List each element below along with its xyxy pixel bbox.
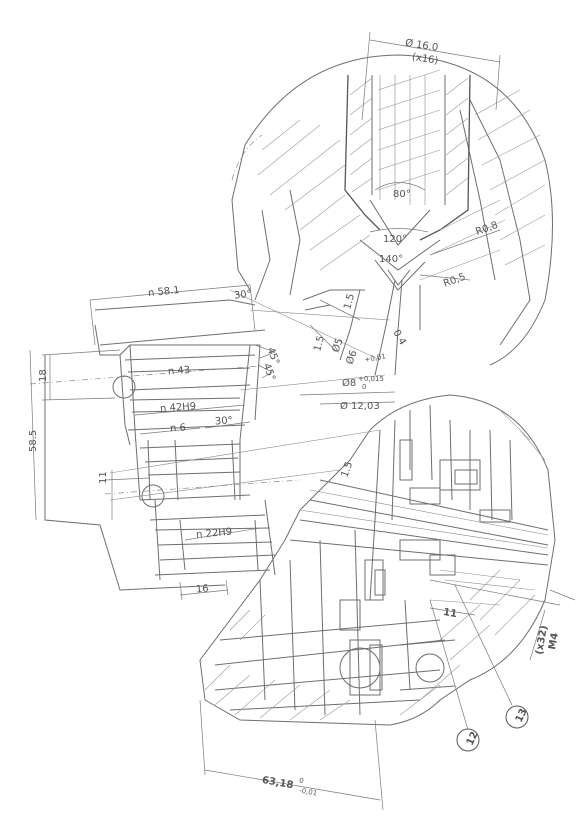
dia-8-tol-lower-label: 0 [362, 383, 366, 391]
top-diameter-label: Ø 16.0 [404, 37, 439, 54]
housing-hatch [257, 89, 546, 281]
dia-6-label: Ø6 [344, 349, 360, 366]
lower-hole [141, 484, 165, 508]
dia-5-label: Ø5 [330, 337, 346, 354]
dim-1-5-mid-label: 1.5 [339, 460, 355, 479]
dim-11-left-label: 11 [98, 471, 109, 484]
dim-top-diameter: Ø 16.0 (x16) [361, 31, 501, 121]
upper-detail-view [231, 54, 553, 376]
radius-lower-label: R0,5 [442, 272, 467, 290]
angle-30-top-label: 30° [234, 289, 253, 302]
dim-1-5b-label: 1.5 [342, 293, 357, 311]
dia-12-03-label: Ø 12,03 [340, 400, 380, 412]
right-bore [415, 653, 445, 683]
dia-6-tol-label: +0,01 [364, 352, 387, 364]
dim-58-5-label: 58.5 [28, 430, 39, 452]
thread-m4-label: M4 [547, 632, 561, 651]
balloon-12-label: 12 [465, 730, 481, 747]
angle-45b-label: 45° [261, 362, 277, 382]
lower-bore [339, 647, 381, 689]
angle-30-mid-label: 30° [215, 415, 233, 427]
dia-8-tol-upper-label: +0,015 [358, 375, 384, 383]
angle-140-label: 140° [379, 254, 403, 265]
sq-42h9-label: n 42H9 [160, 401, 197, 414]
balloon-13-label: 13 [514, 707, 530, 724]
pin-dimensions: 1.5 1.5 0.4 Ø5 Ø6 +0,01 Ø8 +0,015 0 Ø 12… [299, 293, 408, 412]
balloon-12: 12 [429, 599, 481, 752]
left-dimensions: n 58.1 30° 18 58.5 11 n 43 n 42H9 n 6 30… [28, 284, 281, 601]
upper-hole [112, 375, 136, 399]
sq-6-label: n 6 [170, 422, 187, 434]
angle-80-label: 80° [393, 189, 411, 200]
sq-58-1-label: n 58.1 [148, 285, 181, 299]
bottom-tol-upper-label: 0 [299, 777, 305, 786]
lower-detail-view [199, 394, 556, 726]
dim-16-label: 16 [195, 583, 209, 595]
main-profile-view [29, 289, 391, 591]
lower-dimensions: 1.5 11 M4 (x32) 63,18 0 -0,01 [199, 460, 576, 811]
lower-hatch [204, 409, 546, 721]
bottom-main-label: 63,18 [261, 775, 294, 791]
dia-8-label: Ø8 [342, 377, 356, 389]
balloon-13: 13 [454, 584, 530, 729]
dim-11-lower-label: 11 [442, 607, 458, 620]
sq-22h9-label: n 22H9 [196, 527, 233, 541]
hatched-core [344, 69, 471, 241]
sq-43-label: n 43 [168, 365, 191, 378]
dim-1-5a-label: 1.5 [312, 335, 327, 353]
angle-120-label: 120° [383, 234, 407, 245]
bottom-tol-lower-label: -0,01 [299, 787, 318, 798]
top-count-label: (x16) [411, 52, 439, 67]
dim-0-4-label: 0.4 [390, 328, 407, 347]
dim-18-label: 18 [38, 369, 49, 382]
